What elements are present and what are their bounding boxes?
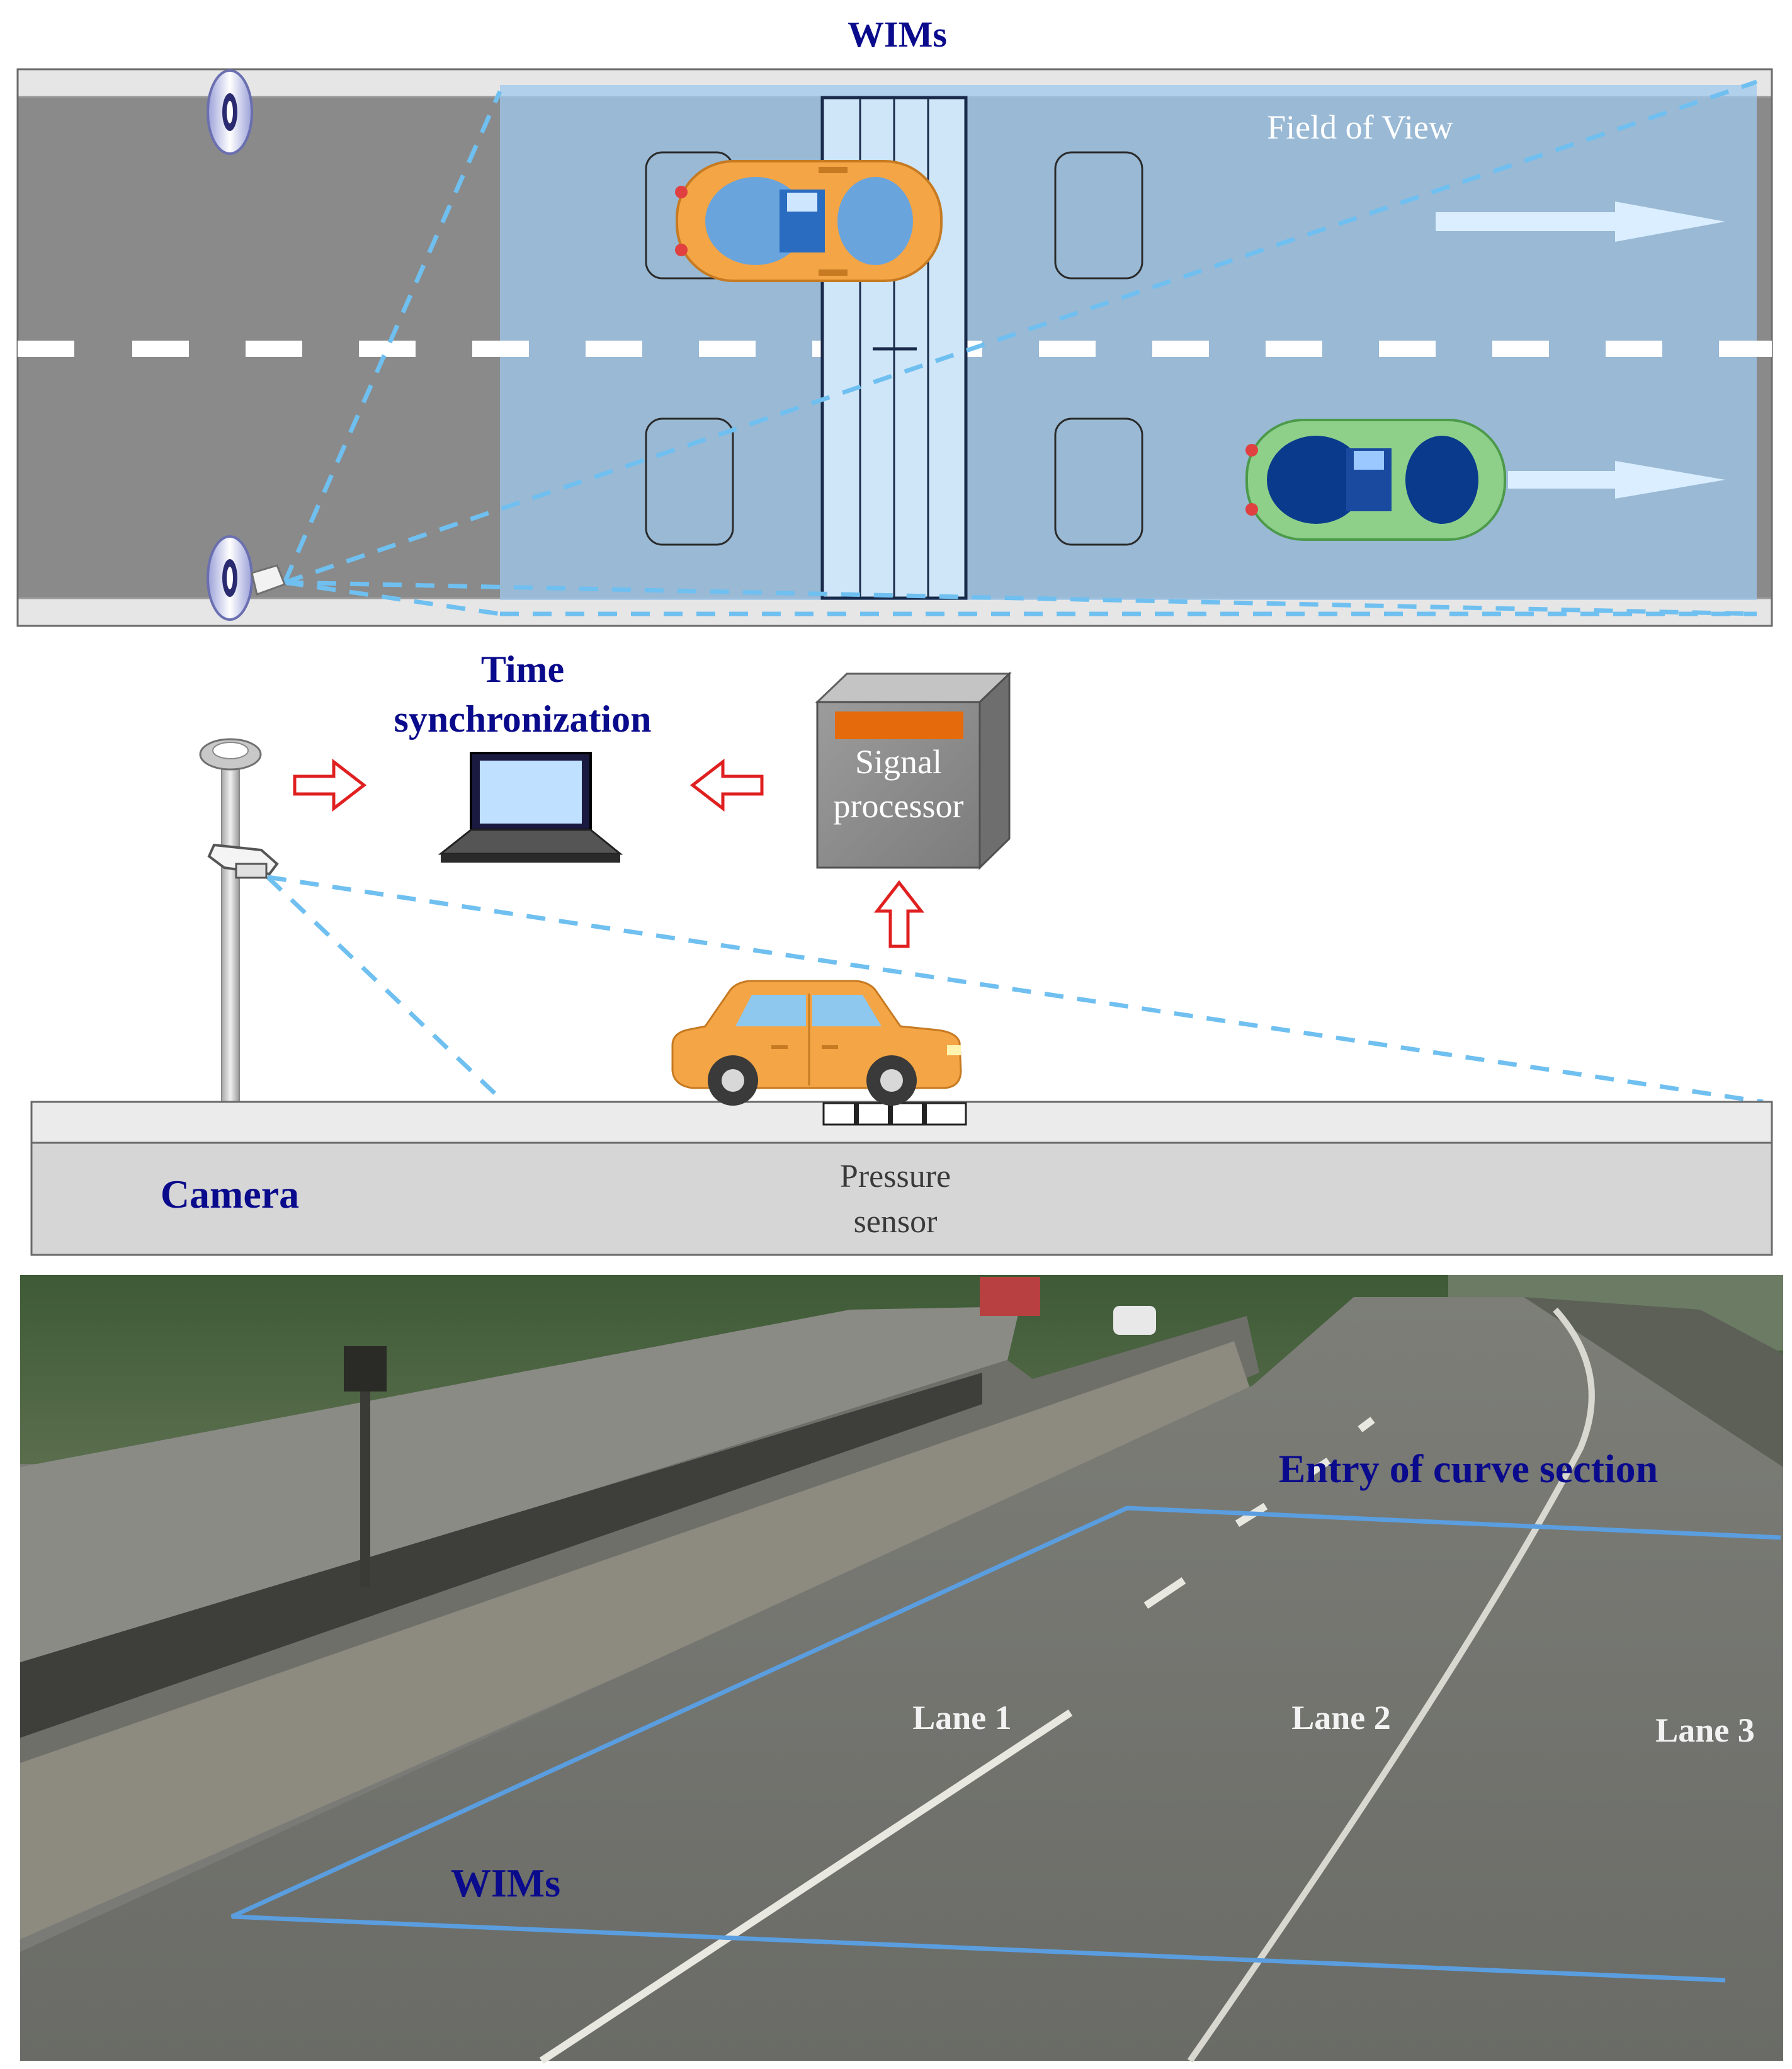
signal-processor-box (815, 671, 1012, 870)
photo-right-barrier (1524, 1297, 1783, 1467)
field-of-view-area (500, 85, 1757, 600)
arrow-sensor-to-processor (873, 880, 925, 948)
direction-arrow-top (1436, 201, 1725, 242)
top-view-title: WIMs (848, 14, 947, 55)
lane-1-label: Lane 1 (912, 1699, 1012, 1737)
lane-3-label: Lane 3 (1655, 1711, 1755, 1749)
pole-sensor-top (207, 69, 253, 155)
photo-wim-region (230, 1505, 1781, 1983)
photo-main-road (20, 1297, 1783, 2061)
photo-left-carriageway (20, 1307, 1020, 1669)
roadbed-base (30, 1142, 1773, 1256)
arrow-processor-to-laptop (689, 758, 764, 812)
highway-photo: Entry of curve section WIMs Lane 1 Lane … (20, 1275, 1783, 2065)
pressure-sensor-label-2: sensor (854, 1204, 938, 1240)
camera-label: Camera (161, 1172, 299, 1216)
orange-car-sideview (671, 980, 962, 1106)
camera-pole (199, 738, 262, 1103)
time-sync-label-1: Time (481, 649, 564, 690)
photo-edge-line (1187, 1307, 1595, 2063)
photo-fence (20, 1373, 982, 1738)
entry-curve-label: Entry of curve section (1279, 1446, 1659, 1491)
lane-2-label: Lane 2 (1291, 1699, 1391, 1737)
camera-pole-topview (207, 535, 286, 621)
time-sync-label-2: synchronization (394, 698, 652, 740)
arrow-camera-to-laptop (293, 758, 367, 812)
pressure-sensor (822, 1102, 967, 1126)
photo-wims-label: WIMs (451, 1861, 560, 1905)
pressure-sensor-label-1: Pressure (840, 1159, 951, 1194)
orange-car-topview (675, 160, 943, 282)
fov-label: Field of View (1267, 108, 1453, 146)
green-car-topview (1245, 419, 1506, 541)
side-view-panel: Time synchronization Signal processor (30, 649, 1773, 1256)
photo-distant-car (1113, 1306, 1156, 1335)
photo-pole (360, 1373, 370, 1587)
top-view-panel: WIMs (16, 14, 1773, 627)
laptop-icon (438, 752, 623, 863)
signal-processor-label-2: processor (834, 787, 964, 825)
direction-arrow-bottom (1508, 461, 1725, 499)
photo-distant-truck (980, 1277, 1040, 1316)
camera-icon (207, 843, 279, 879)
signal-processor-label-1: Signal (855, 743, 942, 781)
field-of-view-lines (282, 79, 1758, 616)
side-fov-lines (266, 875, 1764, 1104)
